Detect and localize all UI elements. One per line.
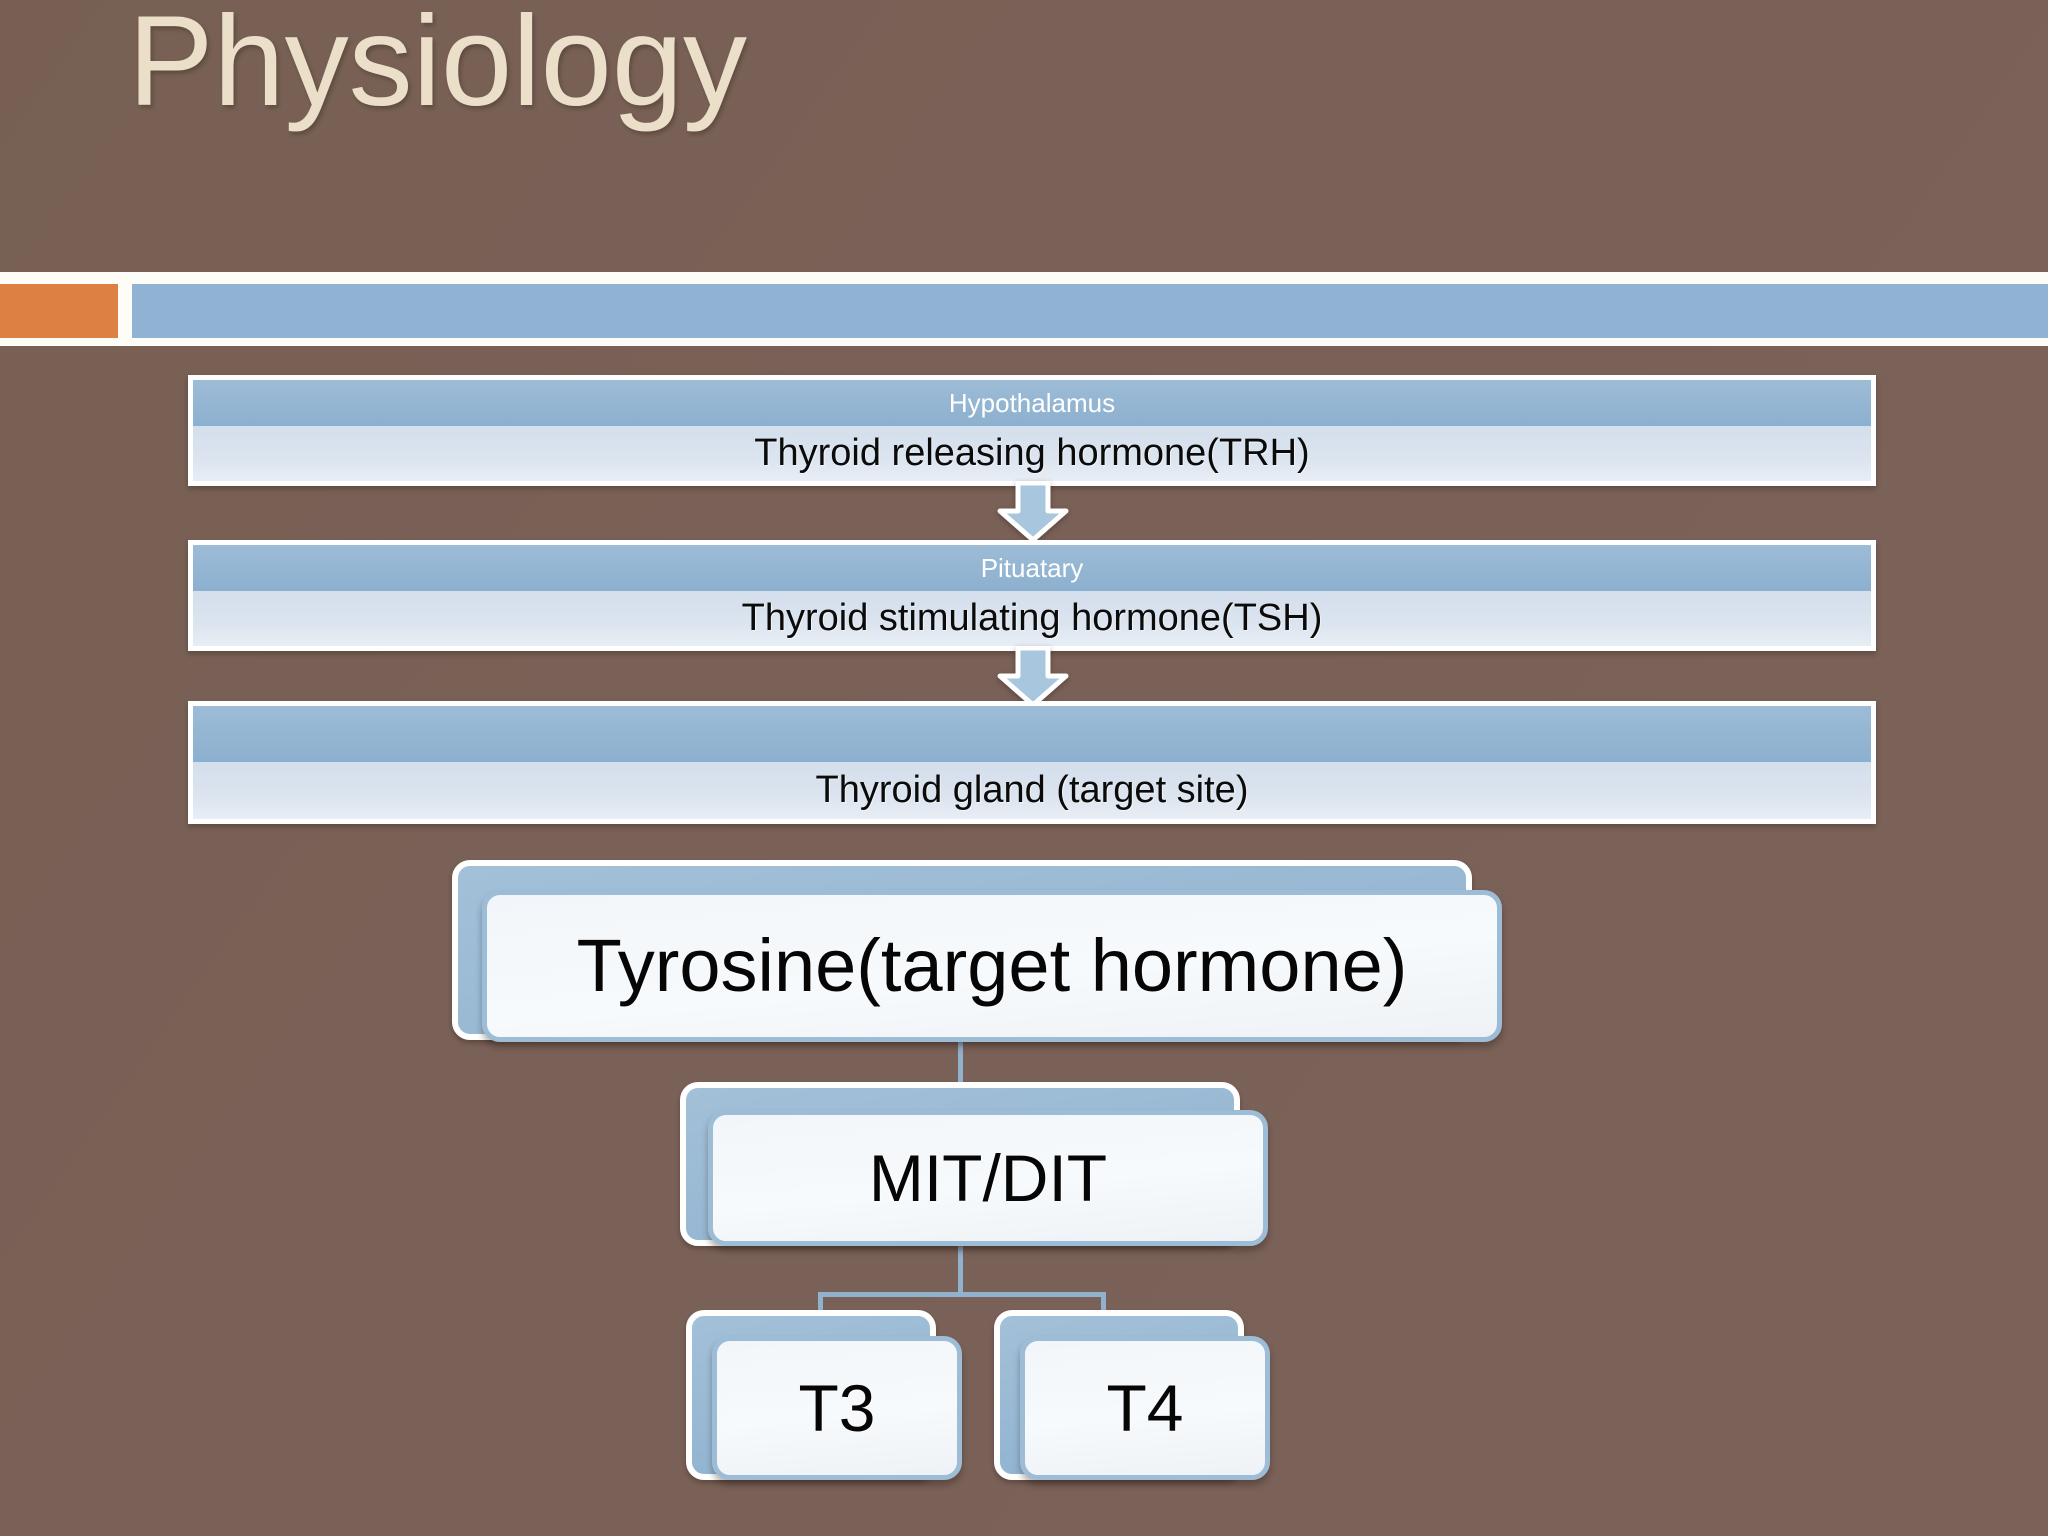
flow-box-header: Hypothalamus [193,380,1871,426]
connector-branch-horizontal [818,1292,1106,1297]
node-label: Tyrosine(target hormone) [576,924,1408,1007]
down-arrow-icon [997,646,1069,708]
flow-box-header: Pituatary [193,545,1871,591]
connector-branch-to-t3 [818,1292,823,1318]
flow-box-header [193,706,1871,762]
hierarchy-node-mitdit: MIT/DIT [680,1082,1268,1246]
page-title: Physiology [128,0,747,133]
node-label: MIT/DIT [868,1141,1108,1215]
flow-box-body: Thyroid gland (target site) [193,762,1871,819]
divider-main-bar [132,284,2048,338]
hierarchy-node-t3: T3 [686,1310,962,1480]
divider-accent-block [0,284,118,338]
hierarchy-node-t4: T4 [994,1310,1270,1480]
connector-mitdit-stem [958,1246,963,1294]
connector-tyrosine-to-mitdit [958,1040,963,1088]
node-front-plate: MIT/DIT [708,1110,1268,1246]
flow-box-pituitary: Pituatary Thyroid stimulating hormone(TS… [188,540,1876,651]
node-label: T3 [798,1371,876,1445]
connector-branch-to-t4 [1101,1292,1106,1318]
flow-box-thyroid-gland: Thyroid gland (target site) [188,701,1876,824]
flow-box-body: Thyroid releasing hormone(TRH) [193,426,1871,481]
node-front-plate: T4 [1020,1336,1270,1480]
flow-box-hypothalamus: Hypothalamus Thyroid releasing hormone(T… [188,375,1876,486]
down-arrow-icon [997,481,1069,543]
hierarchy-node-tyrosine: Tyrosine(target hormone) [452,860,1502,1042]
node-front-plate: T3 [712,1336,962,1480]
node-label: T4 [1106,1371,1184,1445]
flow-box-body: Thyroid stimulating hormone(TSH) [193,591,1871,646]
title-divider [0,272,2048,346]
node-front-plate: Tyrosine(target hormone) [482,890,1502,1042]
